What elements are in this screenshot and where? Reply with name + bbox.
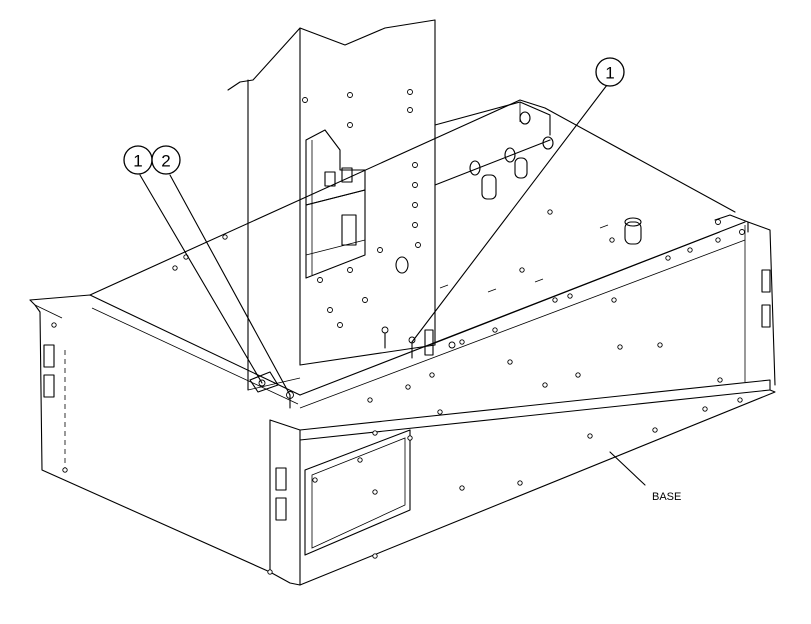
mounting-panel (227, 19, 456, 391)
leader-line-1-right (411, 84, 608, 343)
leader-line-1-left (139, 174, 263, 384)
callout-1-right-number: 1 (605, 64, 614, 83)
callout-2-number: 2 (161, 152, 170, 171)
callout-1-left-number: 1 (133, 152, 142, 171)
leader-line-base (609, 451, 646, 486)
rear-platform (434, 101, 749, 245)
base-label: BASE (652, 491, 681, 503)
callout-1-left: 1 (123, 145, 153, 175)
base-enclosure (29, 99, 776, 586)
leader-line-2 (169, 174, 291, 396)
callout-2: 2 (151, 145, 181, 175)
callout-1-right: 1 (595, 57, 625, 87)
